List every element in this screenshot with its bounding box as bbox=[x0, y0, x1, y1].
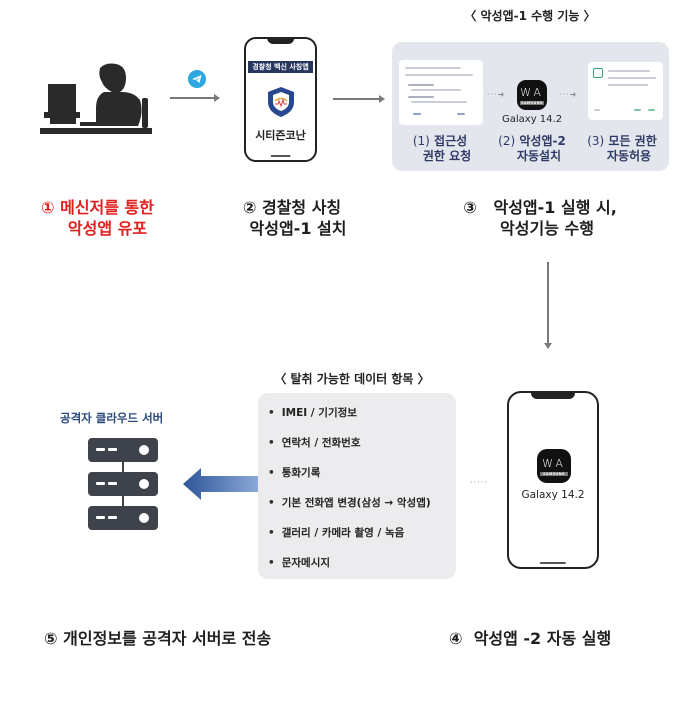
function-1-line2: 권한 요청 bbox=[422, 149, 472, 163]
fake-app-name: 시티즌코난 bbox=[255, 129, 306, 142]
step2-line2: 악성앱-1 설치 bbox=[249, 219, 347, 238]
step5-text: 개인정보를 공격자 서버로 전송 bbox=[63, 629, 272, 648]
stealable-data-title: 〈 탈취 가능한 데이터 항목 〉 bbox=[274, 372, 430, 386]
step5-label: ⑤ 개인정보를 공격자 서버로 전송 bbox=[44, 628, 271, 649]
app-icon-brand: SAMSUNG bbox=[540, 471, 568, 476]
function-2-number: (2) bbox=[498, 134, 516, 148]
app-icon-text: WA bbox=[542, 456, 566, 470]
data-item: 문자메시지 bbox=[268, 555, 330, 570]
step2-number: ② bbox=[242, 198, 257, 217]
data-item: 연락처 / 전화번호 bbox=[268, 435, 361, 450]
message-icon bbox=[593, 68, 603, 78]
dotted-connector: ····· bbox=[470, 478, 488, 487]
data-item: 통화기록 bbox=[268, 465, 321, 480]
arrow-step2-to-step3 bbox=[333, 95, 385, 103]
data-item: IMEI / 기기정보 bbox=[268, 405, 357, 420]
wa-samsung-app-icon: WA SAMSUNG bbox=[537, 449, 571, 483]
dotted-arrow-2: ···➜ bbox=[559, 90, 578, 99]
function-1-label: (1) 접근성 권한 요청 bbox=[400, 134, 480, 164]
phone-notch bbox=[266, 38, 295, 44]
phone-home-bar bbox=[539, 562, 567, 564]
malware2-phone: WA SAMSUNG Galaxy 14.2 bbox=[507, 391, 599, 569]
arrow-step3-to-step4 bbox=[544, 262, 552, 349]
step1-label: ① 메신저를 통한 악성앱 유포 bbox=[20, 197, 175, 239]
function-2-line2: 자동설치 bbox=[516, 149, 562, 163]
function-3-label: (3) 모든 권한 자동허용 bbox=[582, 134, 662, 164]
stealable-data-panel: IMEI / 기기정보 연락처 / 전화번호 통화기록 기본 전화앱 변경(삼성… bbox=[258, 393, 456, 579]
step1-number: ① bbox=[40, 198, 55, 217]
server-label: 공격자 클라우드 서버 bbox=[60, 411, 164, 425]
accessibility-permission-dialog bbox=[399, 60, 483, 125]
phone-notch bbox=[531, 392, 575, 399]
step2-line1: 경찰청 사칭 bbox=[261, 198, 342, 217]
fake-app-banner: 경찰청 백신 사칭앱 bbox=[248, 61, 313, 73]
sms-permission-dialog bbox=[588, 62, 663, 120]
function-2-label: (2) 악성앱-2 자동설치 bbox=[494, 134, 570, 164]
function-2-line1: 악성앱-2 bbox=[519, 134, 566, 148]
step3-number: ③ bbox=[463, 198, 477, 217]
telegram-icon bbox=[188, 70, 206, 88]
police-shield-icon bbox=[267, 86, 295, 118]
step2-label: ② 경찰청 사칭 악성앱-1 설치 bbox=[222, 197, 362, 239]
function-1-number: (1) bbox=[412, 134, 430, 148]
malware1-functions-title: 〈 악성앱-1 수행 기능 〉 bbox=[464, 9, 596, 23]
data-item: 기본 전화앱 변경(삼성 → 악성앱) bbox=[268, 495, 431, 510]
function-1-line1: 접근성 bbox=[434, 134, 468, 148]
cloud-server-icon bbox=[88, 438, 158, 533]
wa-samsung-app-icon: WA SAMSUNG bbox=[517, 80, 547, 110]
hacker-silhouette-icon bbox=[40, 60, 155, 140]
galaxy-app-label: Galaxy 14.2 bbox=[502, 114, 563, 125]
step4-label: ④ 악성앱 -2 자동 실행 bbox=[449, 628, 611, 649]
step4-number: ④ bbox=[449, 629, 463, 648]
function-3-line2: 자동허용 bbox=[606, 149, 652, 163]
step3-line1: 악성앱-1 실행 시, bbox=[493, 198, 617, 217]
function-3-line1: 모든 권한 bbox=[608, 134, 657, 148]
malware1-functions-panel: ···➜ WA SAMSUNG Galaxy 14.2 ···➜ (1) 접근성… bbox=[392, 42, 669, 171]
phone-home-bar bbox=[270, 155, 291, 157]
step3-label: ③ 악성앱-1 실행 시, 악성기능 수행 bbox=[440, 197, 640, 239]
data-item: 갤러리 / 카메라 촬영 / 녹음 bbox=[268, 525, 405, 540]
fake-police-app-phone: 경찰청 백신 사칭앱 시티즌코난 bbox=[244, 37, 317, 162]
step3-line2: 악성기능 수행 bbox=[500, 219, 594, 238]
step1-line2: 악성앱 유포 bbox=[67, 219, 148, 238]
app-icon-brand: SAMSUNG bbox=[520, 100, 544, 105]
arrow-step1-to-step2 bbox=[170, 94, 220, 102]
step4-text: 악성앱 -2 자동 실행 bbox=[473, 629, 612, 648]
app-icon-text: WA bbox=[520, 85, 544, 99]
dotted-arrow-1: ···➜ bbox=[487, 90, 506, 99]
step1-line1: 메신저를 통한 bbox=[60, 198, 154, 217]
step5-number: ⑤ bbox=[44, 629, 58, 648]
function-3-number: (3) bbox=[587, 134, 605, 148]
galaxy-app-label: Galaxy 14.2 bbox=[521, 489, 585, 501]
data-transfer-arrow bbox=[183, 468, 258, 500]
